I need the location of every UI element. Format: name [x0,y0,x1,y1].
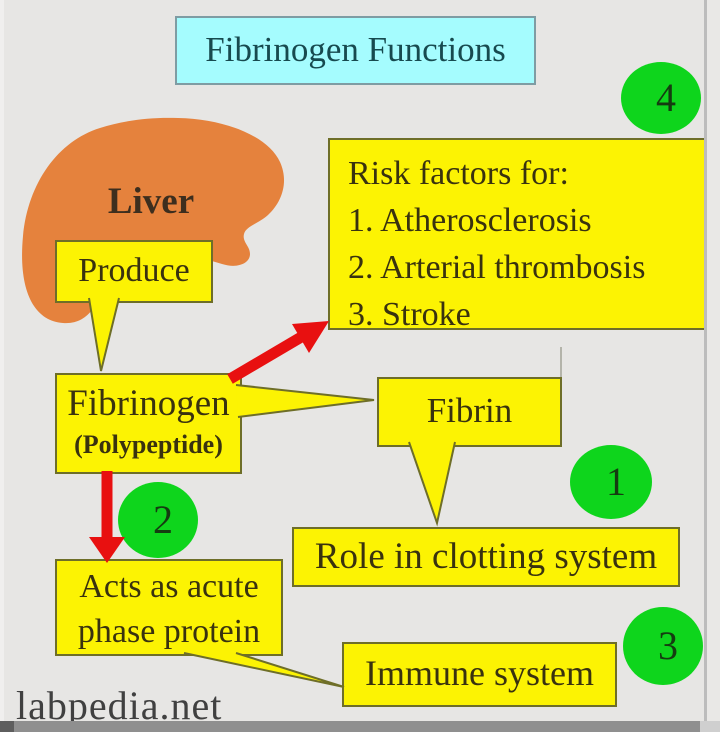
right-edge-band [707,0,720,732]
fibrinogen-box: Fibrinogen (Polypeptide) [55,373,242,474]
risk-line-2: 2. Arterial thrombosis [348,249,646,286]
fibrinogen-to-fibrin-tail [235,384,375,418]
right-edge-line [704,0,707,732]
fibrinogen-label: Fibrinogen [67,383,230,424]
risk-line-3: 3. Stroke [348,296,471,333]
fibrinogen-sublabel: (Polypeptide) [74,430,223,459]
bottom-left-corner [0,721,14,732]
acute-phase-box: Acts as acute phase protein [55,559,283,656]
acute-phase-line-1: phase protein [77,613,261,650]
bottom-edge-band [0,721,720,732]
badge-4: 4 [621,62,701,134]
badge-2: 2 [118,482,198,558]
produce-box: Produce [55,240,213,303]
risk-line-0: Risk factors for: [348,155,569,192]
badge-1: 1 [570,445,652,519]
left-edge-band [0,0,4,732]
role-clotting-box: Role in clotting system [292,527,680,587]
bottom-right-corner [700,721,720,732]
immune-system-box: Immune system [342,642,617,707]
liver-label: Liver [107,181,195,222]
badge-3: 3 [623,607,703,685]
fibrin-to-role-tail [408,441,456,527]
fibrin-box: Fibrin [377,377,562,447]
acute-phase-line-0: Acts as acute [79,568,259,605]
risk-line-1: 1. Atherosclerosis [348,202,592,239]
risk-factors-box: Risk factors for: 1. Atherosclerosis 2. … [328,138,708,333]
watermark-text: labpedia.net [16,683,223,728]
page-title: Fibrinogen Functions [175,16,536,85]
